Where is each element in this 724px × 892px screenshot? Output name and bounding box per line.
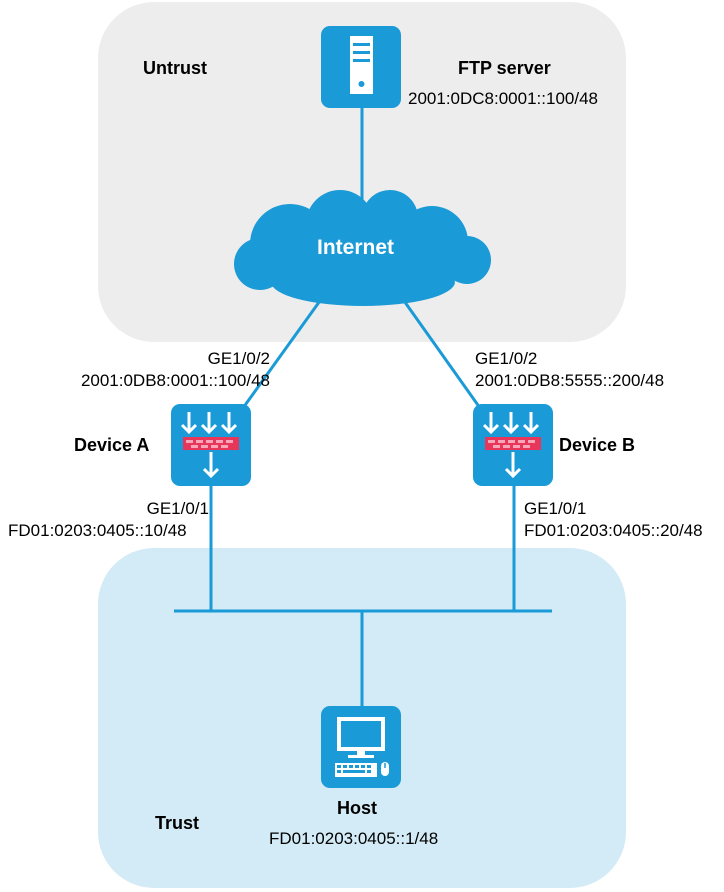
device-a-upstream-address: 2001:0DB8:0001::100/48	[80, 371, 270, 390]
device-b-upstream-interface: GE1/0/2	[475, 349, 538, 368]
host-address: FD01:0203:0405::1/48	[269, 829, 439, 848]
untrust-zone-label: Untrust	[143, 58, 207, 78]
firewall-icon	[171, 404, 251, 486]
device-b-downstream-interface: GE1/0/1	[524, 499, 587, 518]
server-icon	[321, 26, 401, 108]
ftp-server-name: FTP server	[458, 58, 551, 78]
internet-label: Internet	[317, 236, 395, 259]
host-name: Host	[337, 798, 377, 818]
device-a-downstream-address: FD01:0203:0405::10/48	[8, 521, 187, 540]
device-a-name: Device A	[74, 435, 150, 455]
device-b-name: Device B	[559, 435, 636, 455]
link-internet-device-a	[241, 297, 324, 409]
trust-zone-label: Trust	[155, 813, 200, 833]
device-a-upstream-interface: GE1/0/2	[207, 349, 270, 368]
computer-icon	[321, 706, 401, 788]
cloud-icon	[234, 190, 491, 306]
device-a-downstream-interface: GE1/0/1	[146, 499, 209, 518]
ftp-server-address: 2001:0DC8:0001::100/48	[408, 89, 598, 108]
device-b-upstream-address: 2001:0DB8:5555::200/48	[475, 371, 665, 390]
firewall-icon	[473, 404, 553, 486]
link-internet-device-b	[400, 297, 482, 409]
device-b-downstream-address: FD01:0203:0405::20/48	[524, 521, 703, 540]
